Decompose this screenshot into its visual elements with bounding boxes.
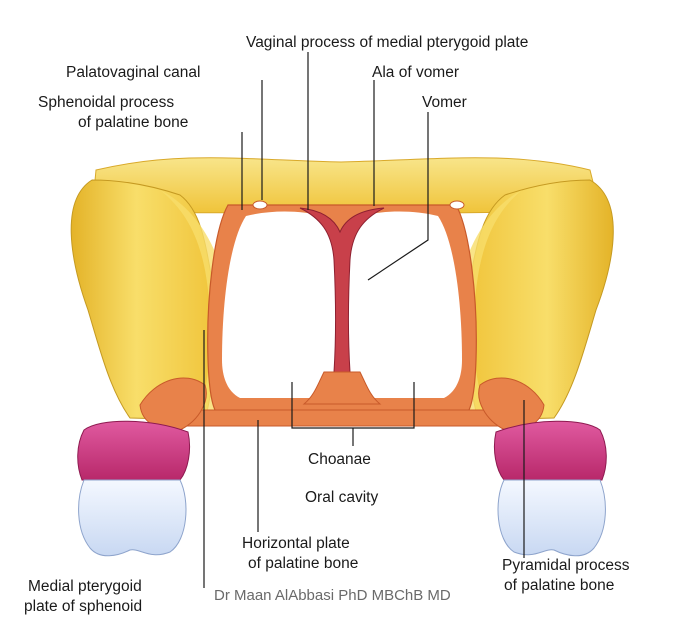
right-palatovaginal-canal <box>450 201 464 209</box>
horizontal-plate <box>164 410 520 426</box>
left-choana <box>222 212 346 399</box>
left-palatovaginal-canal <box>253 201 267 209</box>
left-gum <box>78 421 190 480</box>
label-medial-pterygoid-1: Medial pterygoid <box>28 578 142 595</box>
label-ala-of-vomer: Ala of vomer <box>372 64 459 81</box>
label-pyramidal-process-1: Pyramidal process <box>502 557 630 574</box>
label-oral-cavity: Oral cavity <box>305 489 378 506</box>
credit-text: Dr Maan AlAbbasi PhD MBChB MD <box>214 587 451 604</box>
label-vaginal-process: Vaginal process of medial pterygoid plat… <box>246 34 528 51</box>
label-pyramidal-process-2: of palatine bone <box>504 577 614 594</box>
right-choana <box>338 212 462 399</box>
label-choanae: Choanae <box>308 451 371 468</box>
label-vomer: Vomer <box>422 94 467 111</box>
label-sphenoidal-process-2: of palatine bone <box>78 114 188 131</box>
label-sphenoidal-process-1: Sphenoidal process <box>38 94 174 111</box>
label-horizontal-plate-2: of palatine bone <box>248 555 358 572</box>
right-molar <box>498 480 605 556</box>
left-molar <box>79 480 186 556</box>
right-gum <box>494 421 606 480</box>
label-horizontal-plate-1: Horizontal plate <box>242 535 350 552</box>
label-medial-pterygoid-2: plate of sphenoid <box>24 598 142 615</box>
label-palatovaginal-canal: Palatovaginal canal <box>66 64 200 81</box>
